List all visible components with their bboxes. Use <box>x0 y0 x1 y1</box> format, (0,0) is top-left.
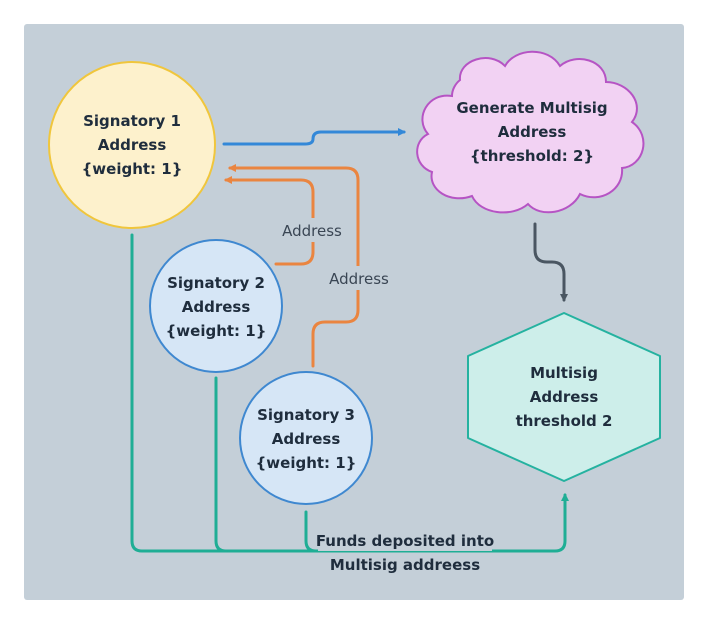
multisig-threshold: threshold 2 <box>516 412 613 430</box>
signatory-2-weight: {weight: 1} <box>166 322 267 340</box>
label-sig3-address: Address <box>323 266 395 290</box>
edge-generate-to-multisig <box>533 222 568 302</box>
generate-multisig-cloud <box>416 50 645 214</box>
node-signatory-2: Signatory 2 Address {weight: 1} <box>149 239 283 373</box>
signatory-3-name: Signatory 3 <box>257 406 355 424</box>
node-signatory-3: Signatory 3 Address {weight: 1} <box>239 371 373 505</box>
generate-multisig-title: Generate Multisig <box>456 99 607 117</box>
label-funds-deposited: Funds deposited into Multisig addreess <box>316 532 494 574</box>
funds-label-line2: Multisig addreess <box>330 556 480 574</box>
label-sig2-address: Address <box>276 218 348 242</box>
signatory-3-circle <box>239 371 373 505</box>
generate-multisig-threshold: {threshold: 2} <box>470 147 594 165</box>
signatory-1-name: Signatory 1 <box>83 112 181 130</box>
edge-sig3-to-sig1 <box>228 164 360 368</box>
multisig-address: Address <box>530 388 599 406</box>
signatory-3-weight: {weight: 1} <box>256 454 357 472</box>
edge-sig3-to-funds <box>304 510 318 553</box>
multisig-title: Multisig <box>530 364 598 382</box>
signatory-3-address: Address <box>272 430 341 448</box>
generate-multisig-address: Address <box>498 123 567 141</box>
signatory-2-address: Address <box>182 298 251 316</box>
signatory-2-circle <box>149 239 283 373</box>
node-multisig-address: Multisig Address threshold 2 <box>467 312 661 482</box>
edge-sig2-to-funds <box>214 376 228 553</box>
funds-label-line1: Funds deposited into <box>316 532 494 550</box>
node-generate-multisig: Generate Multisig Address {threshold: 2} <box>416 50 645 214</box>
edge-label-sig3: Address <box>329 270 389 288</box>
signatory-1-circle <box>48 61 216 229</box>
signatory-1-address: Address <box>98 136 167 154</box>
signatory-2-name: Signatory 2 <box>167 274 265 292</box>
signatory-1-weight: {weight: 1} <box>82 160 183 178</box>
edge-label-sig2: Address <box>282 222 342 240</box>
node-signatory-1: Signatory 1 Address {weight: 1} <box>48 61 216 229</box>
edge-sig1-to-generate <box>222 128 406 146</box>
multisig-hexagon <box>467 312 661 482</box>
